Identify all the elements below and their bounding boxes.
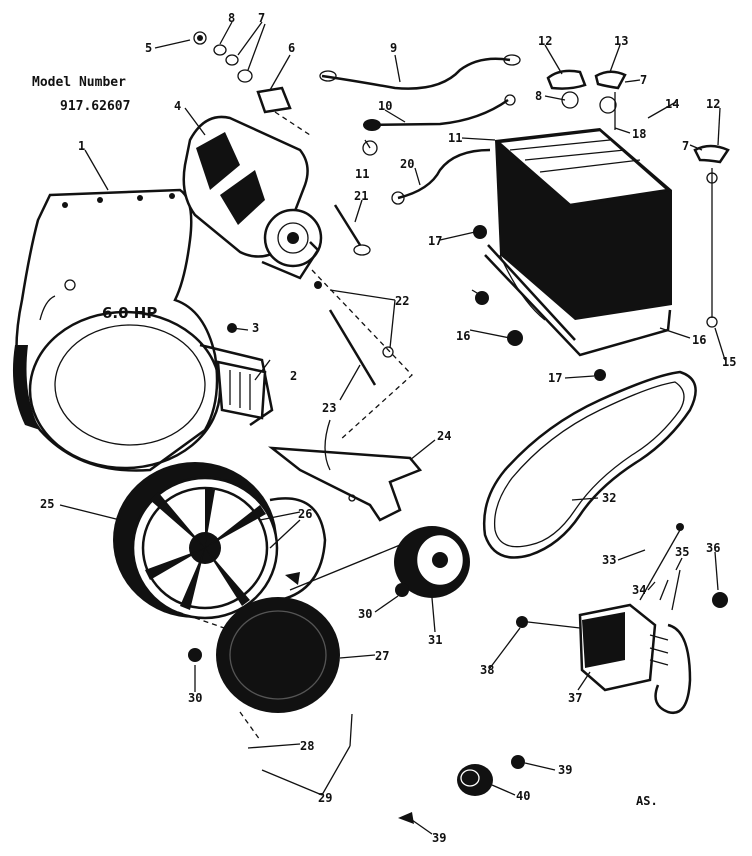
leader-lines xyxy=(59,21,726,835)
label-screen: 27 xyxy=(375,649,389,663)
label-relay-stud: 36 xyxy=(706,541,720,555)
label-relay-terminal-b: 35 xyxy=(675,545,689,559)
key-switch xyxy=(398,755,525,824)
label-lock-washer: 8 xyxy=(228,11,235,25)
label-battery-tray: 16 xyxy=(692,333,706,347)
battery xyxy=(495,69,672,320)
label-relay-lead: 33 xyxy=(602,553,616,567)
hold-down-rod xyxy=(647,101,730,328)
label-terminal-cap-right: 13 xyxy=(614,34,628,48)
label-cable-upper: 9 xyxy=(390,41,397,55)
label-starter-generator: 4 xyxy=(174,99,181,113)
label-bracket-plate: 24 xyxy=(437,429,451,443)
label-terminal-cap-left: 12 xyxy=(538,34,552,48)
label-screen-washer: 28 xyxy=(300,739,314,753)
flywheel-fan xyxy=(113,462,327,620)
label-mount-bolt: 21 xyxy=(354,189,368,203)
label-washers: 7 xyxy=(258,11,265,25)
starter-relay xyxy=(516,523,728,715)
label-flywheel-nut: 30 xyxy=(358,607,372,621)
drive-belt xyxy=(483,370,697,559)
rotating-screen xyxy=(177,597,340,741)
label-switch-nut-bottom: 39 xyxy=(432,831,446,845)
top-hardware xyxy=(193,31,311,136)
label-relay-terminal-a: 34 xyxy=(632,583,646,597)
label-battery: 18 xyxy=(632,127,646,141)
battery-cables xyxy=(319,54,521,205)
label-washers-right: 7 xyxy=(640,73,647,87)
label-tray-screw: 17 xyxy=(428,234,442,248)
label-nut: 5 xyxy=(145,41,152,55)
pulley xyxy=(188,526,470,662)
label-sleeve: 6 xyxy=(288,41,295,55)
model-number-value: 917.62607 xyxy=(60,99,130,114)
label-bracket: 2 xyxy=(290,369,297,383)
mount-bracket xyxy=(199,323,274,427)
label-switch: 40 xyxy=(516,789,530,803)
part-labels: 1 2 3 4 5 6 7 7 7 8 8 9 10 11 11 12 12 1… xyxy=(40,11,736,845)
mount-bolt-and-shaft xyxy=(311,204,413,441)
label-clip-left: 11 xyxy=(355,167,369,181)
label-battery-tray-left: 16 xyxy=(456,329,470,343)
label-flywheel-nut-left: 30 xyxy=(188,691,202,705)
label-clip: 11 xyxy=(448,131,462,145)
label-belt: 32 xyxy=(602,491,616,505)
label-washers-rod: 7 xyxy=(682,139,689,153)
engine-hp-badge: 6.0 HP xyxy=(102,304,157,322)
starter-generator xyxy=(182,115,323,280)
model-number-label: Model Number xyxy=(32,75,126,90)
label-bracket-screw: 3 xyxy=(252,321,259,335)
label-pulley: 31 xyxy=(428,633,442,647)
blower-shroud: 6.0 HP xyxy=(12,188,222,472)
label-fan-blades: 26 xyxy=(298,507,312,521)
label-ground-cable: 20 xyxy=(400,157,414,171)
label-cable-mid: 10 xyxy=(378,99,392,113)
label-flywheel: 25 xyxy=(40,497,54,511)
label-terminal-cap-rod: 12 xyxy=(706,97,720,111)
label-shaft: 23 xyxy=(322,401,336,415)
corner-mark: AS. xyxy=(636,794,658,808)
label-relay-screw: 38 xyxy=(480,663,494,677)
bracket-plate xyxy=(268,419,423,522)
label-screen-screw: 29 xyxy=(318,791,332,805)
label-hold-down-rod: 14 xyxy=(665,97,679,111)
label-shroud: 1 xyxy=(78,139,85,153)
label-shaft-fasteners: 22 xyxy=(395,294,409,308)
label-lock-washer-right: 8 xyxy=(535,89,542,103)
label-switch-nut: 39 xyxy=(558,763,572,777)
battery-tray xyxy=(473,225,672,381)
label-rod-nut: 15 xyxy=(722,355,736,369)
label-relay: 37 xyxy=(568,691,582,705)
label-tray-screw-bottom: 17 xyxy=(548,371,562,385)
